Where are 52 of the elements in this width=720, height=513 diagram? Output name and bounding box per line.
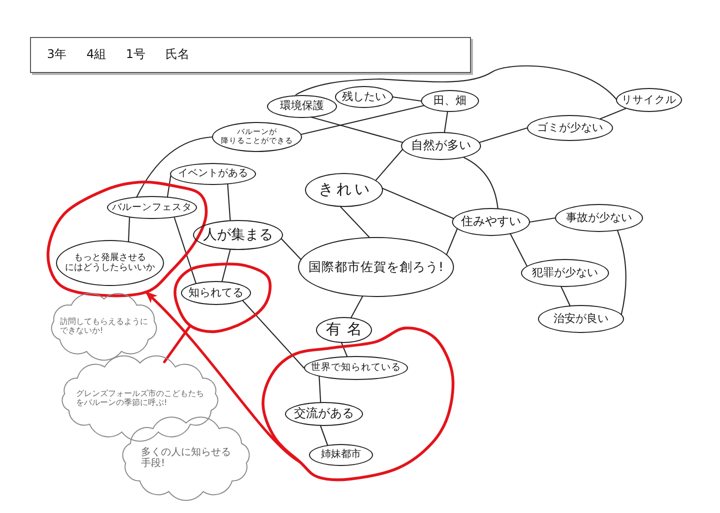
oval-node: リサイクル (616, 88, 682, 112)
oval-node: 治安が良い (538, 305, 624, 333)
oval-node: バルーンフェスタ (106, 196, 197, 220)
oval-node: ゴミが少ない (527, 115, 613, 141)
connector-line (318, 376, 322, 403)
connector-line (227, 184, 231, 221)
oval-node: 環境保護 (267, 94, 337, 118)
connector-line (340, 206, 370, 238)
oval-node: 住みやすい (452, 208, 530, 236)
connector-line (128, 217, 130, 242)
connector-line (310, 116, 403, 143)
hand-drawn-loop (172, 262, 272, 334)
connector-line (341, 342, 348, 357)
oval-node: 有名 (316, 317, 372, 343)
connector-line (479, 127, 528, 143)
oval-node: 残したい (335, 86, 393, 108)
connector-line (510, 234, 528, 267)
connector-line (242, 300, 305, 369)
connector-line (280, 238, 302, 260)
oval-node: 事故が少ない (555, 204, 643, 232)
connector-line (320, 425, 328, 446)
oval-node: 世界で知られている (304, 356, 408, 380)
oval-node: 姉妹都市 (308, 444, 373, 466)
oval-node: 人が集まる (193, 220, 283, 250)
connector-line (392, 96, 422, 102)
oval-node: イベントがある (170, 163, 256, 185)
connector-line (529, 217, 556, 223)
connector-line (136, 136, 213, 198)
connector-line (382, 188, 454, 219)
central-oval: 国際都市佐賀を創ろう! (298, 237, 454, 297)
oval-node: 自然が多い (401, 132, 481, 160)
oval-node: 知られてる (180, 280, 251, 305)
connector-line (617, 230, 626, 315)
oval-node: もっと発展させるにはどうしたらいいか (56, 240, 164, 286)
connector-line (222, 249, 231, 282)
oval-node: 交流がある (284, 402, 363, 426)
connector-line (350, 296, 364, 318)
connector-line (295, 65, 617, 100)
oval-node: 田、畑 (421, 90, 479, 112)
connector-line (166, 175, 172, 198)
connector-line (375, 149, 403, 181)
connector-line (444, 111, 448, 133)
header-box: 3年 4組 1号 氏名 (30, 37, 471, 73)
connector-line (600, 108, 626, 120)
connector-line (300, 105, 424, 135)
oval-node: きれい (305, 173, 383, 207)
connector-line (174, 217, 196, 284)
connector-line (463, 156, 498, 209)
connector-line (560, 286, 570, 306)
connector-line (446, 228, 458, 255)
oval-node: 犯罪が少ない (521, 259, 609, 287)
connector-line (163, 324, 192, 364)
